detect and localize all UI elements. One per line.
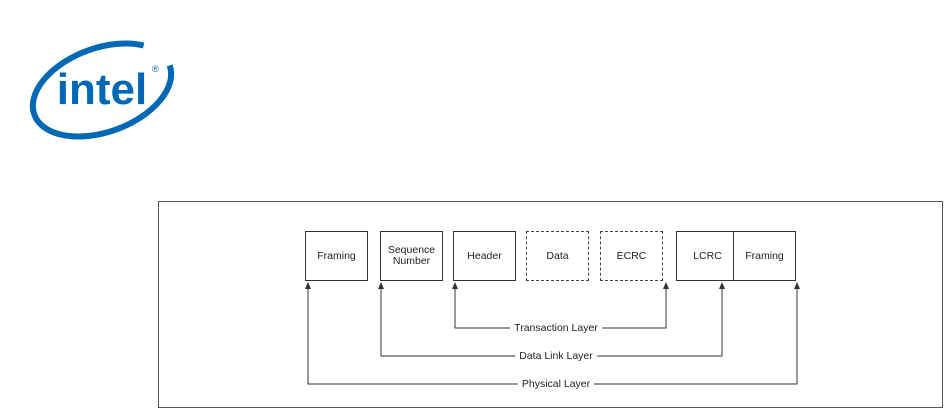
arrowhead-icon: [452, 282, 458, 289]
arrowhead-icon: [794, 282, 800, 289]
field-data: Data: [526, 231, 589, 281]
field-ecrc: ECRC: [600, 231, 663, 281]
data-link-layer-label: Data Link Layer: [515, 350, 597, 362]
arrowhead-icon: [719, 282, 725, 289]
field-framing-end: Framing: [733, 231, 796, 281]
physical-layer-label: Physical Layer: [518, 378, 594, 390]
transaction-layer-label: Transaction Layer: [510, 322, 602, 334]
field-lcrc: LCRC: [676, 231, 739, 281]
arrowhead-icon: [305, 282, 311, 289]
svg-text:®: ®: [152, 64, 159, 74]
packet-diagram: Framing Sequence Number Header Data ECRC…: [158, 201, 943, 408]
arrowhead-icon: [663, 282, 669, 289]
field-header: Header: [453, 231, 516, 281]
intel-logo: intel ®: [22, 40, 182, 140]
field-sequence-number: Sequence Number: [380, 231, 443, 281]
arrowhead-icon: [378, 282, 384, 289]
logo-text: intel: [57, 65, 147, 114]
field-framing-start: Framing: [305, 231, 368, 281]
